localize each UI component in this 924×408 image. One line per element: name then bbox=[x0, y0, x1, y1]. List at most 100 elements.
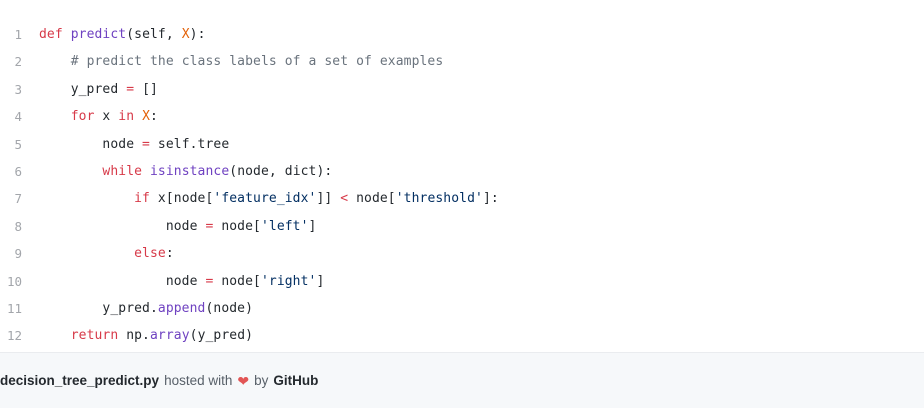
code-token: if bbox=[134, 191, 150, 207]
line-number: 6 bbox=[14, 164, 22, 180]
code-line: 4 for x in X: bbox=[0, 103, 924, 130]
line-number: 5 bbox=[14, 136, 22, 152]
line-number: 1 bbox=[14, 27, 22, 42]
code-token: isinstance bbox=[150, 164, 230, 180]
line-number: 7 bbox=[14, 191, 22, 207]
code-token: 'left' bbox=[260, 218, 309, 234]
line-content[interactable]: node = node['right'] bbox=[22, 268, 924, 295]
line-number: 3 bbox=[14, 81, 22, 97]
line-content[interactable]: node = node['left'] bbox=[22, 213, 924, 240]
code-token: # predict the class labels of a set of e… bbox=[70, 54, 444, 70]
gist-footer-content: decision_tree_predict.py hosted with ❤ b… bbox=[0, 373, 318, 388]
code-token: ]: bbox=[482, 191, 499, 207]
code-token: X bbox=[142, 109, 151, 125]
code-token: else bbox=[134, 246, 166, 262]
code-token: x[node[ bbox=[149, 191, 214, 207]
code-token: : bbox=[150, 109, 158, 125]
line-number: 2 bbox=[14, 54, 22, 70]
line-number: 4 bbox=[14, 109, 22, 125]
code-line: 5 node = self.tree bbox=[0, 131, 924, 158]
code-token: in bbox=[118, 109, 135, 125]
code-token bbox=[134, 109, 142, 124]
line-number: 12 bbox=[6, 328, 22, 344]
code-line: 9 else: bbox=[0, 240, 924, 267]
code-token: (node) bbox=[205, 301, 254, 317]
code-token: def bbox=[39, 27, 71, 42]
code-line: 12 return np.array(y_pred) bbox=[0, 322, 924, 349]
code-token: : bbox=[165, 246, 174, 262]
line-number: 11 bbox=[6, 301, 22, 317]
line-content[interactable]: node = self.tree bbox=[22, 131, 924, 158]
line-number: 9 bbox=[14, 246, 22, 262]
code-token: node bbox=[39, 136, 143, 152]
code-token: ] bbox=[316, 273, 325, 289]
code-token: = bbox=[142, 136, 150, 152]
github-link[interactable]: GitHub bbox=[273, 373, 319, 388]
code-token: node bbox=[39, 273, 206, 289]
code-token: self.tree bbox=[149, 136, 230, 152]
code-token: ]] bbox=[316, 191, 341, 207]
code-token: while bbox=[102, 164, 143, 180]
code-token bbox=[39, 191, 134, 206]
code-token: [] bbox=[134, 81, 158, 97]
code-line: 10 node = node['right'] bbox=[0, 268, 924, 295]
code-line: 2 # predict the class labels of a set of… bbox=[0, 48, 924, 75]
line-number: 8 bbox=[14, 218, 22, 234]
code-line: 6 while isinstance(node, dict): bbox=[0, 158, 924, 185]
line-content[interactable]: else: bbox=[22, 240, 924, 267]
line-content[interactable]: return np.array(y_pred) bbox=[22, 322, 924, 349]
code-token: = bbox=[205, 218, 214, 234]
hosted-with-label: hosted with bbox=[164, 373, 233, 388]
line-content[interactable]: if x[node['feature_idx']] < node['thresh… bbox=[22, 185, 924, 212]
code-line: 3 y_pred = [] bbox=[0, 76, 924, 103]
code-line: 8 node = node['left'] bbox=[0, 213, 924, 240]
code-token: ] bbox=[308, 218, 317, 234]
line-content[interactable]: y_pred = [] bbox=[22, 76, 924, 103]
code-line: 7 if x[node['feature_idx']] < node['thre… bbox=[0, 185, 924, 212]
code-token bbox=[39, 109, 71, 124]
code-token: (node, dict): bbox=[229, 164, 333, 180]
code-token: 'threshold' bbox=[395, 191, 483, 207]
heart-icon: ❤ bbox=[237, 372, 250, 389]
code-token bbox=[142, 164, 150, 179]
code-token: append bbox=[157, 301, 206, 317]
line-content[interactable]: y_pred.append(node) bbox=[22, 295, 924, 322]
code-token: 'feature_idx' bbox=[213, 191, 317, 207]
code-token: y_pred. bbox=[39, 301, 158, 317]
code-token: = bbox=[126, 81, 135, 97]
code-line: 11 y_pred.append(node) bbox=[0, 295, 924, 322]
code-token: predict bbox=[70, 27, 127, 42]
code-token bbox=[39, 328, 71, 343]
code-token bbox=[39, 246, 134, 261]
code-token: 'right' bbox=[260, 273, 317, 289]
code-token: y_pred bbox=[39, 81, 127, 97]
code-token: node bbox=[39, 218, 206, 234]
code-token: x bbox=[94, 109, 119, 125]
gist-footer: decision_tree_predict.py hosted with ❤ b… bbox=[0, 352, 924, 408]
code-token bbox=[39, 54, 71, 69]
line-content[interactable]: for x in X: bbox=[22, 103, 924, 130]
code-token: X bbox=[181, 27, 190, 42]
code-token: (self, bbox=[126, 27, 182, 42]
line-content[interactable]: def predict(self, X): bbox=[22, 21, 924, 48]
code-token: node[ bbox=[348, 191, 396, 207]
code-token: < bbox=[340, 191, 349, 207]
gist-filename-link[interactable]: decision_tree_predict.py bbox=[0, 373, 160, 388]
code-token: ): bbox=[189, 27, 206, 42]
code-token: node[ bbox=[213, 218, 261, 234]
code-token: array bbox=[150, 328, 190, 344]
line-number: 10 bbox=[6, 273, 22, 289]
code-token: for bbox=[70, 109, 95, 125]
code-token: node[ bbox=[213, 273, 261, 289]
code-token: np. bbox=[118, 328, 150, 344]
line-content[interactable]: while isinstance(node, dict): bbox=[22, 158, 924, 185]
code-token: (y_pred) bbox=[189, 328, 254, 344]
code-token: return bbox=[70, 328, 119, 344]
line-content[interactable]: # predict the class labels of a set of e… bbox=[22, 48, 924, 75]
code-token: = bbox=[205, 273, 214, 289]
